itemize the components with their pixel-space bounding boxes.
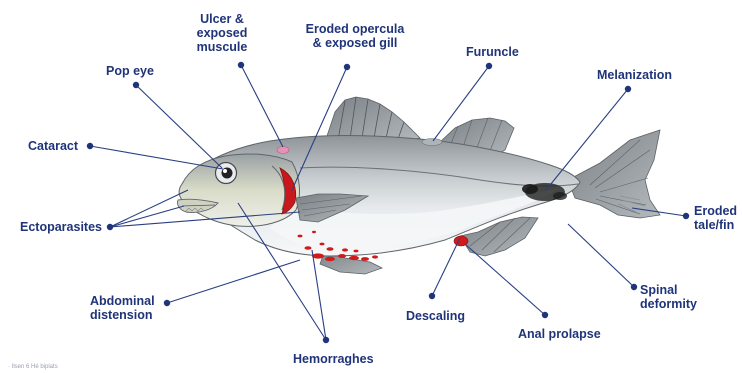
- label-eroded-tail: Eroded tale/fin: [694, 204, 737, 232]
- leader-dot-ectoparasites: [107, 224, 113, 230]
- leader-dot-tail: [683, 213, 689, 219]
- leader-dot-melanization: [625, 86, 631, 92]
- leader-dot-descaling: [429, 293, 435, 299]
- ulcer-spot: [277, 147, 289, 154]
- label-ulcer: Ulcer & exposed muscule: [196, 12, 248, 54]
- label-abdominal: Abdominal distension: [90, 294, 155, 322]
- label-cataract: Cataract: [28, 139, 78, 153]
- label-hemorraghes: Hemorraghes: [293, 352, 374, 366]
- leader-dot-ulcer: [238, 62, 244, 68]
- leader-dot-anal: [542, 312, 548, 318]
- label-pop-eye: Pop eye: [106, 64, 154, 78]
- label-spinal: Spinal deformity: [640, 283, 697, 311]
- label-ectoparasites: Ectoparasites: [20, 220, 102, 234]
- leader-dot-furuncle: [486, 63, 492, 69]
- leader-dot-spinal: [631, 284, 637, 290]
- label-furuncle: Furuncle: [466, 45, 519, 59]
- furuncle-bump: [422, 139, 442, 146]
- label-anal-prolapse: Anal prolapse: [518, 327, 601, 341]
- leader-dot-abdominal: [164, 300, 170, 306]
- leader-dot-pop-eye: [133, 82, 139, 88]
- label-opercula: Eroded opercula & exposed gill: [295, 22, 415, 50]
- leader-dot-hemorraghes: [323, 337, 329, 343]
- eye: [216, 163, 237, 184]
- label-descaling: Descaling: [406, 309, 465, 323]
- label-melanization: Melanization: [597, 68, 672, 82]
- leader-dot-opercula: [344, 64, 350, 70]
- footnote: · Ilsen 6 Hé biplats: [8, 364, 58, 370]
- leader-dot-cataract: [87, 143, 93, 149]
- tail-fin: [568, 130, 660, 218]
